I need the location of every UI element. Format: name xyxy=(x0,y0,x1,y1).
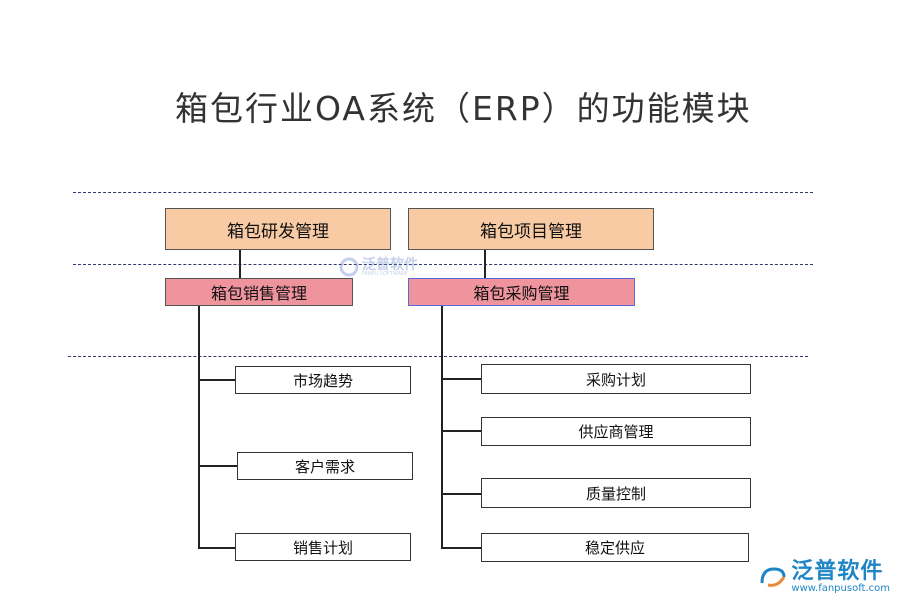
tree-branch xyxy=(441,547,481,549)
box-customer-demand: 客户需求 xyxy=(237,452,413,480)
fanpu-watermark-icon xyxy=(339,257,359,277)
box-sales-management: 箱包销售管理 xyxy=(165,278,353,306)
box-sales-plan: 销售计划 xyxy=(235,533,411,561)
fanpu-logo-icon xyxy=(760,567,786,588)
box-purchase-plan: 采购计划 xyxy=(481,364,751,394)
tree-trunk-left xyxy=(198,306,200,549)
box-market-trend: 市场趋势 xyxy=(235,366,411,394)
tree-branch xyxy=(198,547,235,549)
fanpu-logo: 泛普软件 www.fanpusoft.com xyxy=(758,560,890,594)
watermark-text: 泛普软件 xyxy=(362,256,418,273)
tree-branch xyxy=(441,493,481,495)
box-purchase-management: 箱包采购管理 xyxy=(408,278,635,306)
box-rd-management: 箱包研发管理 xyxy=(165,208,391,250)
tree-trunk-right xyxy=(441,306,443,549)
watermark: 泛普软件 FANPU SOFTWARE xyxy=(338,257,418,277)
watermark-subtext: FANPU SOFTWARE xyxy=(362,270,408,277)
connector-line xyxy=(239,250,241,278)
dashed-separator xyxy=(73,192,813,193)
logo-text: 泛普软件 xyxy=(791,559,884,585)
tree-branch xyxy=(198,465,237,467)
logo-url: www.fanpusoft.com xyxy=(791,582,890,594)
box-stable-supply: 稳定供应 xyxy=(481,533,749,562)
box-quality-control: 质量控制 xyxy=(481,478,751,508)
tree-branch xyxy=(441,378,481,380)
dashed-separator xyxy=(73,264,813,265)
box-supplier-management: 供应商管理 xyxy=(481,417,751,446)
tree-branch xyxy=(441,430,481,432)
dashed-separator xyxy=(68,356,808,357)
page-title: 箱包行业OA系统（ERP）的功能模块 xyxy=(175,89,752,128)
connector-line xyxy=(484,250,486,278)
box-project-management: 箱包项目管理 xyxy=(408,208,654,250)
tree-branch xyxy=(198,379,235,381)
